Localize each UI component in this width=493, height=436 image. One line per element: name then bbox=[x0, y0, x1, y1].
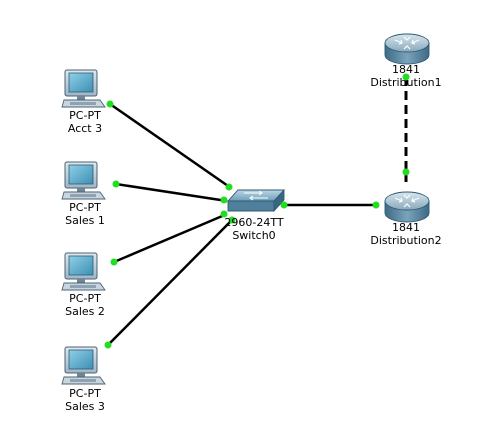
label-switch0: 2960-24TT Switch0 bbox=[224, 216, 283, 242]
link-status-dot bbox=[402, 73, 410, 81]
pc-icon bbox=[61, 161, 106, 200]
pc-sales1[interactable] bbox=[61, 161, 106, 200]
link-status-dot bbox=[110, 258, 118, 266]
pc-icon bbox=[61, 346, 106, 385]
link-sales1-switch0[interactable] bbox=[115, 182, 228, 203]
label-sales1: PC-PT Sales 1 bbox=[65, 201, 105, 227]
label-sales3: PC-PT Sales 3 bbox=[65, 387, 105, 413]
device-name: Sales 2 bbox=[65, 305, 105, 318]
router-icon bbox=[384, 191, 430, 223]
link-status-dot bbox=[220, 196, 228, 204]
device-name: Distribution2 bbox=[370, 234, 442, 247]
label-dist2: 1841 Distribution2 bbox=[370, 221, 441, 247]
link-status-dot bbox=[228, 216, 236, 224]
label-acct3: PC-PT Acct 3 bbox=[68, 109, 102, 135]
link-status-dot bbox=[104, 341, 112, 349]
link-status-dot bbox=[112, 180, 120, 188]
pc-sales2[interactable] bbox=[61, 252, 106, 291]
device-name: Switch0 bbox=[232, 229, 276, 242]
label-sales2: PC-PT Sales 2 bbox=[65, 292, 105, 318]
link-sales2-switch0[interactable] bbox=[113, 212, 228, 264]
switch-switch0[interactable] bbox=[226, 188, 286, 213]
link-status-dot bbox=[220, 210, 228, 218]
device-name: Distribution1 bbox=[370, 76, 442, 89]
pc-icon bbox=[61, 69, 106, 108]
link-status-dot bbox=[225, 183, 233, 191]
device-model: PC-PT bbox=[69, 387, 101, 400]
device-model: 2960-24TT bbox=[224, 216, 284, 229]
links-layer bbox=[107, 77, 408, 346]
label-dist1: 1841 Distribution1 bbox=[370, 63, 441, 89]
link-status-dot bbox=[106, 100, 114, 108]
link-status-dot bbox=[372, 201, 380, 209]
device-model: 1841 bbox=[392, 63, 420, 76]
device-model: PC-PT bbox=[69, 201, 101, 214]
pc-acct3[interactable] bbox=[61, 69, 106, 108]
router-dist1[interactable] bbox=[384, 33, 430, 65]
device-model: PC-PT bbox=[69, 109, 101, 122]
link-status-dot bbox=[280, 201, 288, 209]
link-sales3-switch0[interactable] bbox=[107, 218, 234, 346]
router-icon bbox=[384, 33, 430, 65]
device-name: Sales 3 bbox=[65, 400, 105, 413]
device-model: 1841 bbox=[392, 221, 420, 234]
router-dist2[interactable] bbox=[384, 191, 430, 223]
device-name: Sales 1 bbox=[65, 214, 105, 227]
device-model: PC-PT bbox=[69, 292, 101, 305]
link-acct3-switch0[interactable] bbox=[109, 102, 232, 190]
device-name: Acct 3 bbox=[67, 122, 103, 135]
link-status-dot bbox=[402, 168, 410, 176]
status-dots-layer bbox=[104, 73, 410, 349]
pc-icon bbox=[61, 252, 106, 291]
switch-icon bbox=[226, 188, 286, 213]
pc-sales3[interactable] bbox=[61, 346, 106, 385]
